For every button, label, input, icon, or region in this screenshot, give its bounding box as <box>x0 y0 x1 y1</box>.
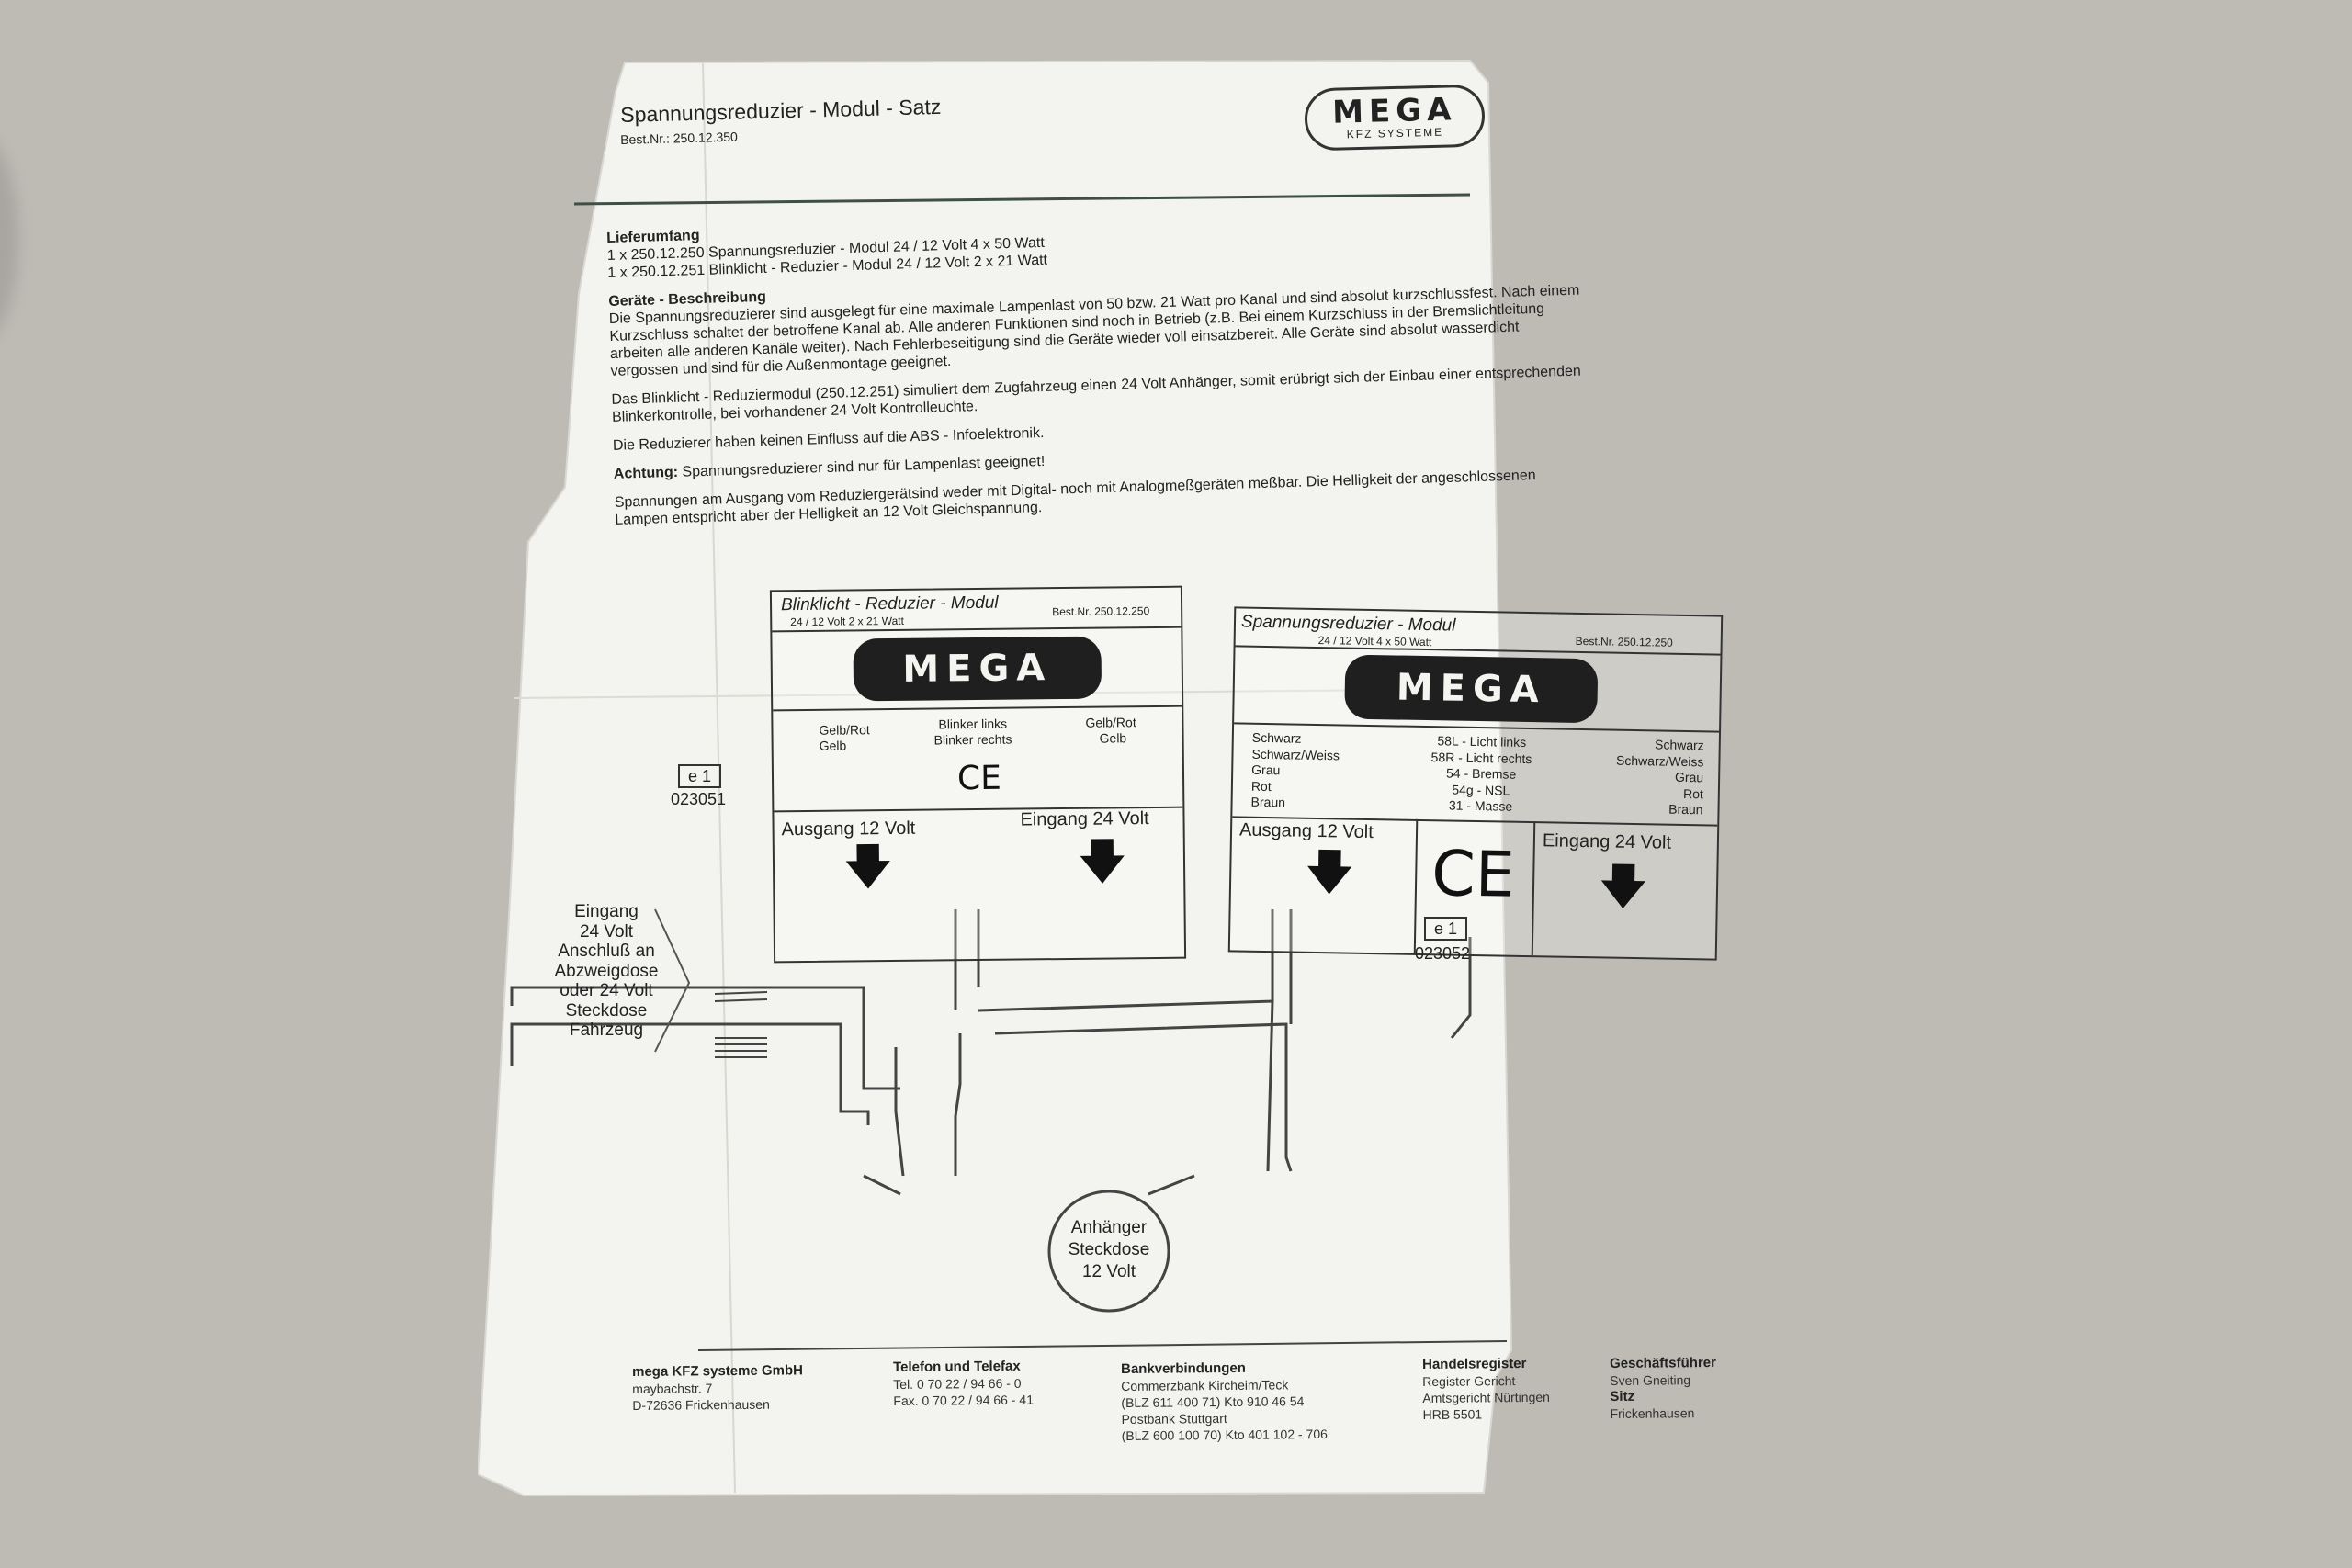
arrow-down-icon: 🡇 <box>1304 844 1355 901</box>
e1-number-right: 023052 <box>1415 944 1471 963</box>
wiring <box>510 909 1472 1196</box>
footer-managing-director: Geschäftsführer Sven Gneiting Sitz Frick… <box>1610 1354 1717 1421</box>
module-left-row1-left: Gelb/Rot <box>819 722 870 738</box>
input-note: Eingang 24 Volt Anschluß an Abzweigdose … <box>554 902 659 1040</box>
trailer-socket-circle <box>1047 1190 1170 1313</box>
module-right-right-list: Schwarz Schwarz/Weiss Grau Rot Braun <box>1581 736 1704 818</box>
description-body: Lieferumfang 1 x 250.12.250 Spannungsred… <box>606 201 1589 540</box>
module-right-row2-left: Schwarz/Weiss <box>1251 746 1340 762</box>
footer-company: mega KFZ systeme GmbH maybachstr. 7 D-72… <box>632 1362 804 1413</box>
wire-to-right-2 <box>994 1022 1293 1172</box>
fold-line-vertical <box>702 62 736 1494</box>
module-right-row5-mid: 31 - Masse <box>1448 797 1513 814</box>
module-left-logo: MEGA <box>853 636 1102 702</box>
module-left-row2-left: Gelb <box>819 738 847 753</box>
module-left-row2-mid: Blinker rechts <box>933 731 1012 748</box>
module-right-logo: MEGA <box>1344 654 1599 724</box>
achtung-heading: Achtung: <box>613 464 679 482</box>
module-right-row5-right: Braun <box>1668 801 1703 818</box>
wire-trunk-left <box>954 1033 962 1176</box>
lieferumfang-heading: Lieferumfang <box>606 227 700 246</box>
module-right-left-list: Schwarz Schwarz/Weiss Grau Rot Braun <box>1250 730 1340 812</box>
module-right-input-label: Eingang 24 Volt <box>1542 830 1672 853</box>
logo-subtitle: KFZ SYSTEME <box>1346 125 1444 141</box>
mega-logo-header: MEGA KFZ SYSTEME <box>1304 84 1486 152</box>
module-right-row1-left: Schwarz <box>1251 729 1302 746</box>
wire-left-outer <box>510 1022 870 1125</box>
module-right-row3-left: Grau <box>1251 761 1281 778</box>
arrow-down-icon: 🡇 <box>1077 834 1127 890</box>
footer-bank: Bankverbindungen Commerzbank Kircheim/Te… <box>1121 1359 1328 1443</box>
module-left-row1-mid: Blinker links <box>938 716 1008 732</box>
wire-trunk-right <box>894 1047 905 1177</box>
wire-socket-r <box>1148 1174 1195 1196</box>
paper-shape <box>478 59 1513 1497</box>
logo-wordmark: MEGA <box>1331 91 1457 131</box>
module-left-ce-mark: CE <box>956 759 1002 798</box>
module-right-row2-mid: 58R - Licht rechts <box>1430 749 1532 766</box>
header-rule <box>573 193 1471 206</box>
module-right-row4-right: Rot <box>1682 785 1703 801</box>
e1-number-left: 023051 <box>671 790 727 808</box>
e1-mark-right: e 1 <box>1424 917 1468 941</box>
trailer-socket-label: Anhänger Steckdose 12 Volt <box>1068 1218 1150 1281</box>
module-left-title: Blinklicht - Reduzier - Modul <box>780 592 999 615</box>
module-left-output-label: Ausgang 12 Volt <box>781 818 916 840</box>
module-left-input-label: Eingang 24 Volt <box>1020 808 1149 830</box>
footer-phone: Telefon und Telefax Tel. 0 70 22 / 94 66… <box>893 1358 1035 1408</box>
instruction-sheet: Spannungsreduzier - Modul - Satz Best.Nr… <box>478 55 1782 1497</box>
arrow-down-icon: 🡇 <box>842 839 893 896</box>
e1-mark-left: e 1 <box>678 764 722 788</box>
footer-register: Handelsregister Register Gericht Amtsger… <box>1422 1356 1550 1422</box>
input-arrow-shape <box>654 908 691 1053</box>
module-right-mid-list: 58L - Licht links 58R - Licht rechts 54 … <box>1411 733 1551 816</box>
module-right-ce-mark: CE <box>1430 838 1516 912</box>
wire-socket-l <box>863 1174 901 1196</box>
module-right-best: Best.Nr. 250.12.250 <box>1575 634 1673 649</box>
module-right-row1-right: Schwarz <box>1654 737 1704 753</box>
module-right-row2-right: Schwarz/Weiss <box>1615 752 1704 769</box>
module-left-row1-right: Gelb/Rot <box>1085 715 1136 730</box>
document-title: Spannungsreduzier - Modul - Satz <box>620 94 942 127</box>
module-right-row4-left: Rot <box>1250 778 1272 794</box>
input-leads <box>714 991 768 1058</box>
achtung-text: Spannungsreduzierer sind nur für Lampenl… <box>682 453 1046 480</box>
module-right-output-label: Ausgang 12 Volt <box>1238 819 1374 843</box>
module-left-row2-right: Gelb <box>1099 730 1127 746</box>
module-left-best: Best.Nr. 250.12.250 <box>1052 604 1150 619</box>
module-right: Spannungsreduzier - Modul 24 / 12 Volt 4… <box>1227 606 1724 961</box>
arrow-down-icon: 🡇 <box>1598 859 1649 916</box>
background-shadow <box>0 138 18 340</box>
wire-right-in <box>1450 937 1472 1039</box>
sheet-graphics <box>478 59 1513 1497</box>
order-number: Best.Nr.: 250.12.350 <box>620 129 739 147</box>
sheet-content: Spannungsreduzier - Modul - Satz Best.Nr… <box>478 55 1782 1497</box>
module-right-title: Spannungsreduzier - Modul <box>1240 612 1456 636</box>
module-right-row5-left: Braun <box>1250 794 1286 810</box>
module-left-spec: 24 / 12 Volt 2 x 21 Watt <box>790 614 904 629</box>
module-left: Blinklicht - Reduzier - Modul 24 / 12 Vo… <box>769 585 1187 964</box>
module-right-row3-right: Grau <box>1674 769 1704 785</box>
footer-rule <box>697 1340 1508 1351</box>
wire-left-inner <box>510 986 900 1090</box>
